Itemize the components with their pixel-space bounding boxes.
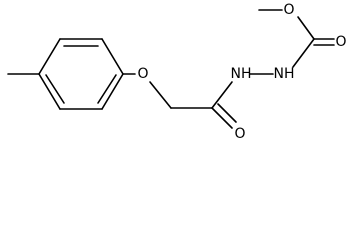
ring-double-bond (45, 74, 65, 104)
carbamate-oxygen-label: O (335, 34, 346, 50)
amide-nh-label: NH (231, 66, 252, 82)
ring-bond (101, 73, 124, 110)
ether-ch2-bond (149, 81, 172, 109)
carbamate-nh-label: NH (274, 66, 295, 82)
amide-carbonyl-double-bond (211, 107, 233, 129)
ring-bond (101, 38, 124, 75)
ring-bond (38, 38, 61, 75)
amide-n-bond (211, 81, 233, 109)
ring-bond (38, 73, 61, 110)
amide-carbonyl-double-bond (217, 103, 237, 123)
ring-double-bond (97, 74, 117, 104)
amide-oxygen-label: O (234, 126, 245, 142)
carbamate-n-bond (292, 38, 315, 68)
structure-diagram: O O NH NH O O (7, 2, 347, 142)
benzene-ring (38, 38, 124, 110)
ether-oxygen-label: O (137, 66, 148, 82)
carbamate-ester-bond (297, 16, 315, 40)
ester-oxygen-label: O (283, 2, 294, 18)
molecule-canvas: O O NH NH O O (7, 2, 347, 142)
